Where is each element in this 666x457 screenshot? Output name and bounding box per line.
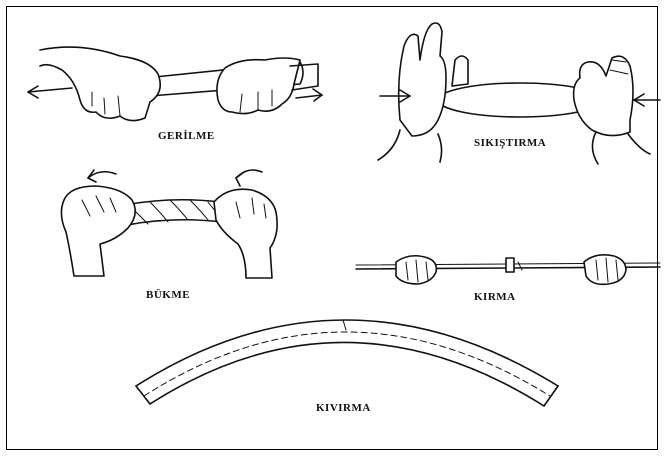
label-gerilme: GERİLME bbox=[158, 130, 215, 142]
kirma-illustration bbox=[356, 255, 660, 284]
bukme-illustration bbox=[61, 170, 277, 278]
label-bukme: BÜKME bbox=[146, 289, 190, 301]
kivirma-illustration bbox=[136, 320, 558, 406]
gerilme-illustration bbox=[28, 47, 322, 120]
label-sikistirma: SIKIŞTIRMA bbox=[474, 137, 546, 149]
label-kivirma: KIVIRMA bbox=[316, 402, 371, 414]
label-kirma: KIRMA bbox=[474, 291, 516, 303]
